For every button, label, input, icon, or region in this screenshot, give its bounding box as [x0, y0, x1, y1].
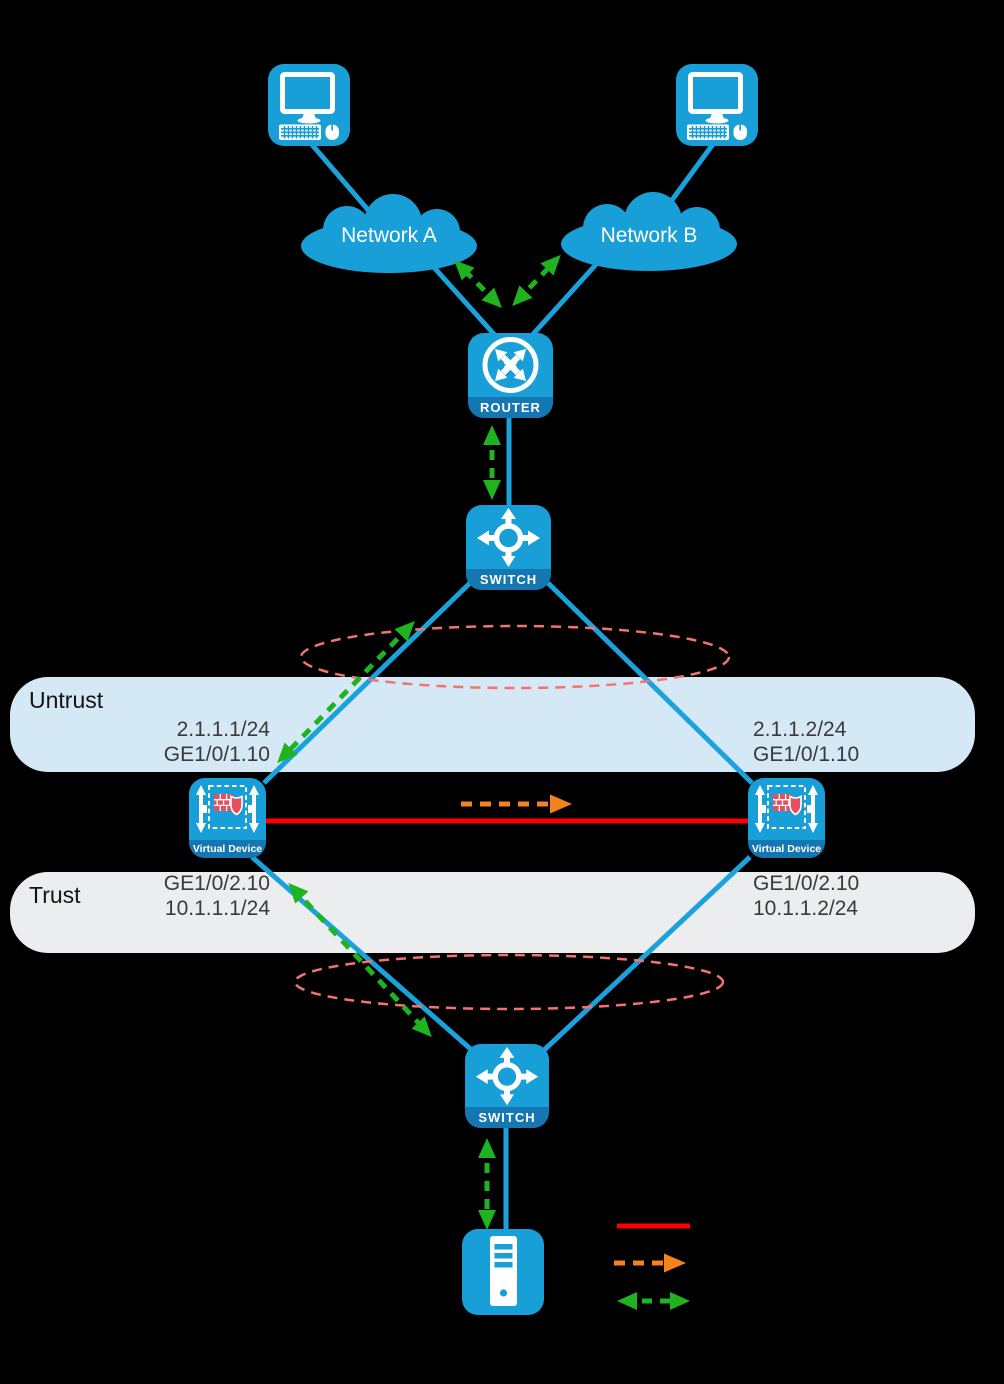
green-arrow-router-network-a [454, 260, 502, 308]
virtual-device-right-node: Virtual Device [748, 778, 825, 858]
virtual-firewall-icon [196, 785, 259, 833]
pc-b-node [676, 64, 758, 146]
green-traffic-arrows [277, 254, 561, 1230]
switch-top-label: SWITCH [466, 569, 551, 590]
trust-zone-band: Trust [10, 872, 975, 953]
router-icon [482, 337, 539, 393]
ip-address: 10.1.1.2/24 [753, 897, 859, 920]
interface-name: GE1/0/2.10 [163, 872, 270, 895]
network-a-cloud-shape [301, 194, 477, 273]
switch-icon [475, 1046, 539, 1106]
green-arrow-switch-vd-left [277, 620, 415, 764]
green-arrow-vd-left-switch-bottom [288, 882, 432, 1038]
vlan-ellipses [293, 624, 731, 1011]
legend [614, 1223, 690, 1310]
ip-address: 10.1.1.1/24 [164, 897, 270, 920]
router-node: ROUTER [468, 333, 553, 418]
virtual-device-left-label: Virtual Device [189, 840, 266, 858]
link-switch-top-vd-left [262, 581, 472, 785]
network-a-label: Network A [341, 224, 437, 247]
untrust-zone-label: Untrust [29, 687, 104, 713]
vd-right-trust-interface: GE1/0/2.10 10.1.1.2/24 [753, 871, 859, 921]
switch-bottom-node: SWITCH [465, 1044, 549, 1128]
green-arrow-router-network-b [512, 254, 561, 307]
switch-top-node: SWITCH [466, 505, 551, 590]
network-b-label: Network B [600, 224, 698, 247]
vd-right-untrust-interface: 2.1.1.2/24 GE1/0/1.10 [753, 717, 859, 767]
router-label: ROUTER [468, 397, 553, 418]
vd-left-trust-interface: GE1/0/2.10 10.1.1.1/24 [70, 871, 270, 921]
vlan-ellipse-top [299, 624, 731, 690]
virtual-firewall-icon [755, 785, 818, 833]
workstation-icon [687, 72, 747, 140]
vlan-ellipse-bottom [293, 953, 725, 1011]
virtual-device-right-label: Virtual Device [748, 840, 825, 858]
server-icon [490, 1236, 517, 1306]
workstation-icon [279, 72, 339, 140]
link-vd-right-switch-bottom [540, 855, 752, 1054]
link-vd-left-switch-bottom [250, 855, 476, 1054]
interface-name: GE1/0/2.10 [753, 872, 860, 895]
pc-a-node [268, 64, 350, 146]
server-node [462, 1229, 544, 1315]
ip-address: 2.1.1.2/24 [753, 718, 847, 741]
switch-icon [477, 508, 540, 567]
switch-bottom-label: SWITCH [465, 1107, 549, 1128]
interface-name: GE1/0/1.10 [163, 743, 270, 766]
interface-name: GE1/0/1.10 [753, 743, 860, 766]
untrust-zone-band: Untrust [10, 677, 975, 772]
virtual-device-left-node: Virtual Device [189, 778, 266, 858]
link-switch-top-vd-right [546, 581, 754, 785]
trust-zone-label: Trust [29, 882, 81, 908]
network-b-cloud-shape [561, 192, 737, 271]
link-network-b-router [524, 258, 602, 344]
ip-address: 2.1.1.1/24 [176, 718, 270, 741]
vd-left-untrust-interface: 2.1.1.1/24 GE1/0/1.10 [70, 717, 270, 767]
